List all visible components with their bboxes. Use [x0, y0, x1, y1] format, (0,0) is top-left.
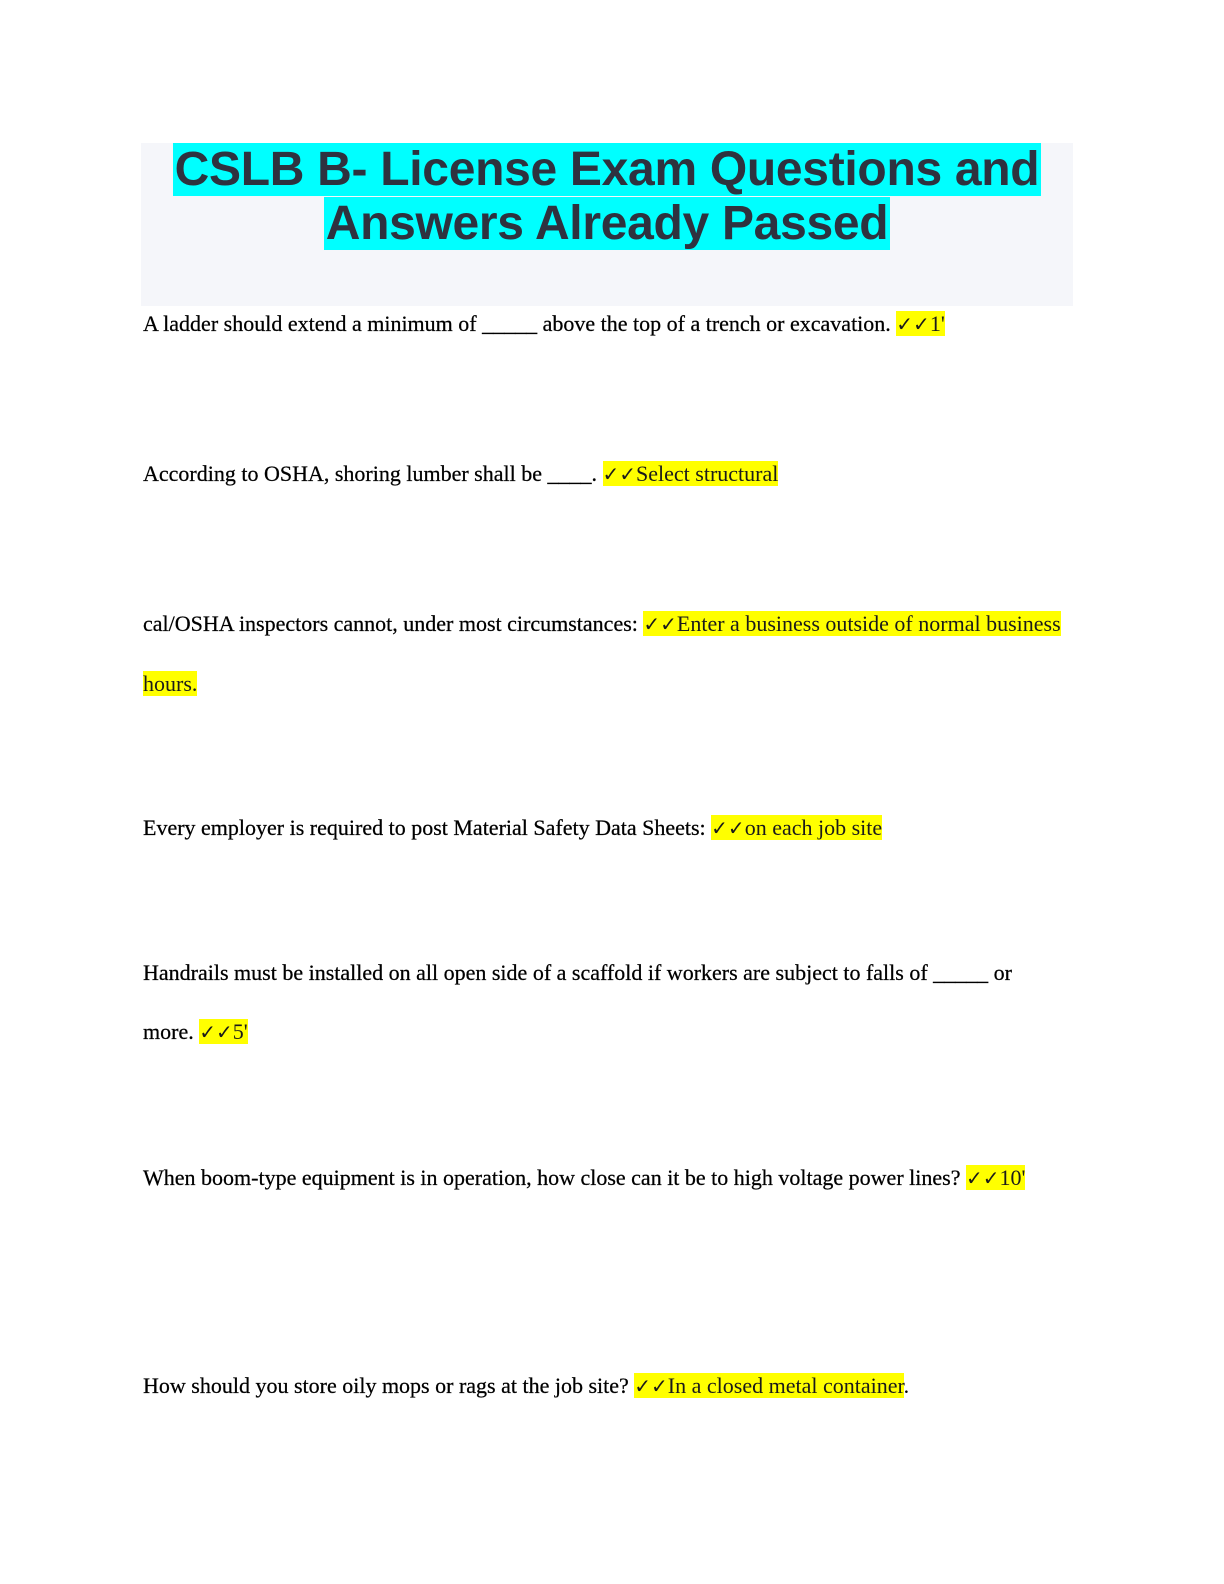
answer-highlight: ✓✓Select structural	[602, 461, 779, 486]
trailing-period: .	[903, 1373, 910, 1398]
double-check-icon: ✓✓	[643, 612, 677, 636]
answer-text: In a closed metal container	[667, 1373, 904, 1398]
question-text: According to OSHA, shoring lumber shall …	[143, 461, 603, 486]
answer-text: 1'	[929, 311, 945, 336]
answer-text: on each job site	[744, 815, 883, 840]
qa-item-2: According to OSHA, shoring lumber shall …	[143, 444, 1063, 504]
qa-item-4: Every employer is required to post Mater…	[143, 798, 1063, 858]
qa-item-1: A ladder should extend a minimum of ____…	[143, 294, 1063, 354]
qa-item-6: When boom-type equipment is in operation…	[143, 1148, 1063, 1208]
qa-item-3: cal/OSHA inspectors cannot, under most c…	[143, 594, 1063, 713]
double-check-icon: ✓✓	[634, 1374, 668, 1398]
title-line-1: CSLB B- License Exam Questions and	[172, 143, 1042, 196]
question-text: When boom-type equipment is in operation…	[143, 1165, 966, 1190]
title-line-2: Answers Already Passed	[323, 197, 891, 250]
question-text: cal/OSHA inspectors cannot, under most c…	[143, 611, 644, 636]
qa-item-7: How should you store oily mops or rags a…	[143, 1356, 1063, 1416]
question-text: A ladder should extend a minimum of ____…	[143, 311, 897, 336]
double-check-icon: ✓✓	[602, 462, 637, 486]
double-check-icon: ✓✓	[711, 816, 745, 840]
question-text: Handrails must be installed on all open …	[143, 960, 1012, 1044]
answer-text: Enter a business outside of normal busin…	[143, 611, 1061, 696]
double-check-icon: ✓✓	[965, 1166, 1000, 1190]
double-check-icon: ✓✓	[199, 1020, 233, 1044]
answer-highlight: ✓✓5'	[199, 1019, 248, 1044]
question-text: Every employer is required to post Mater…	[143, 815, 712, 840]
answer-highlight: ✓✓10'	[965, 1165, 1026, 1190]
question-text: How should you store oily mops or rags a…	[143, 1373, 635, 1398]
answer-highlight: ✓✓1'	[896, 311, 945, 336]
answer-text: 10'	[999, 1165, 1026, 1190]
qa-item-5: Handrails must be installed on all open …	[143, 943, 1063, 1062]
answer-text: Select structural	[636, 461, 779, 486]
answer-highlight: ✓✓on each job site	[711, 815, 883, 840]
answer-text: 5'	[232, 1019, 248, 1044]
double-check-icon: ✓✓	[896, 312, 930, 336]
answer-highlight: ✓✓In a closed metal container	[634, 1373, 904, 1398]
